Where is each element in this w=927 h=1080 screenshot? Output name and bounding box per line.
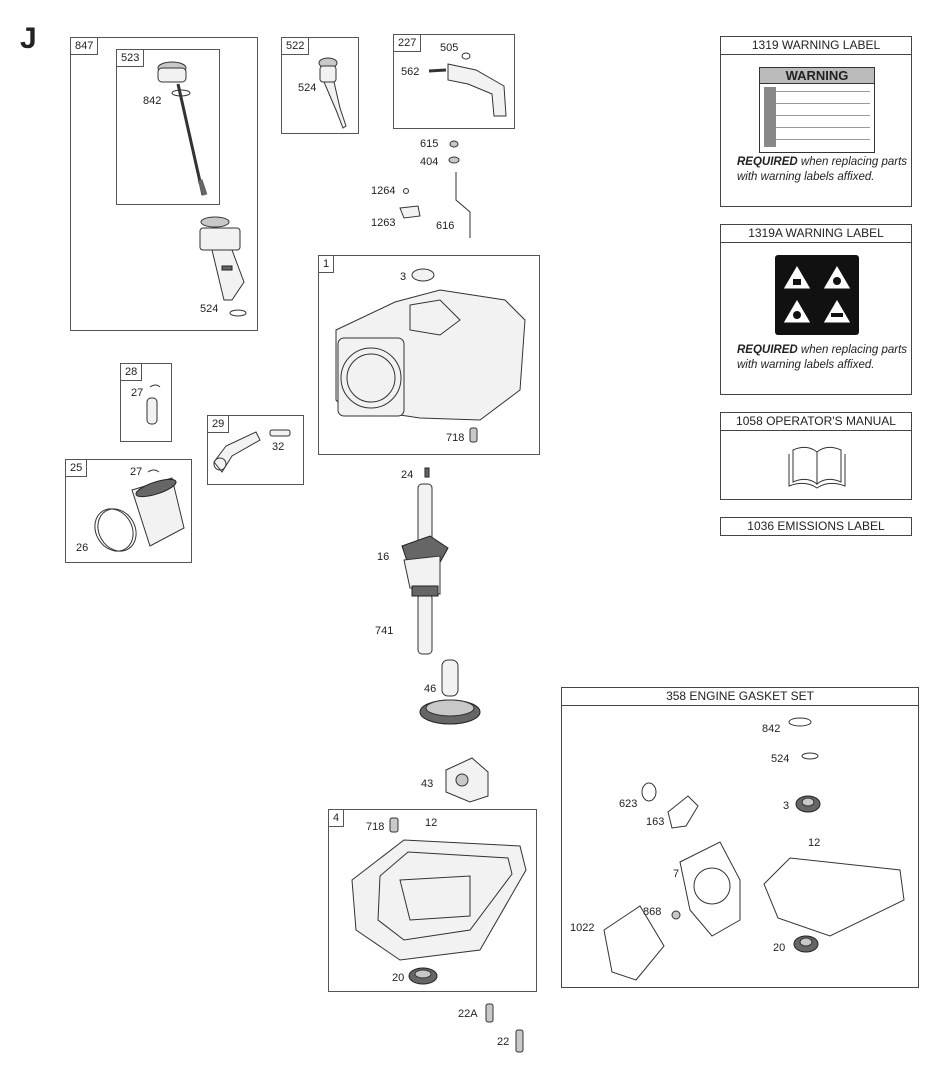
manual-book-icon	[788, 446, 846, 489]
part-label: 3	[783, 800, 790, 812]
required-note: REQUIRED when replacing parts with warni…	[737, 343, 907, 373]
throttle-link-part	[428, 52, 507, 117]
panel-title: 1319 WARNING LABEL	[721, 37, 911, 55]
part-label: 505	[440, 42, 459, 54]
group-tag: 25	[66, 460, 88, 477]
panel-title: 358 ENGINE GASKET SET	[562, 688, 918, 706]
piston-part	[94, 469, 185, 552]
group-523: 523	[116, 49, 220, 205]
oil-sump-part	[351, 817, 527, 985]
group-tag: 1	[319, 256, 335, 273]
engine-gasket-set-358-panel: 358 ENGINE GASKET SET	[561, 687, 919, 988]
group-tag: 847	[71, 38, 99, 55]
group-522: 522	[281, 37, 359, 134]
part-label: 12	[425, 817, 438, 829]
group-28: 28	[120, 363, 172, 442]
group-tag: 29	[208, 416, 230, 433]
part-label: 718	[366, 821, 385, 833]
camshaft-part	[419, 659, 481, 725]
part-label: 524	[200, 303, 219, 315]
part-label: 43	[421, 778, 434, 790]
part-label: 163	[646, 816, 665, 828]
panel-title: 1058 OPERATOR'S MANUAL	[721, 413, 911, 431]
part-label: 32	[272, 441, 285, 453]
operators-manual-1058-panel: 1058 OPERATOR'S MANUAL	[720, 412, 912, 500]
required-note: REQUIRED when replacing parts with warni…	[737, 155, 907, 185]
part-label: 7	[673, 868, 680, 880]
panel-title: 1036 EMISSIONS LABEL	[747, 519, 885, 533]
warning-label-1319-panel: 1319 WARNING LABEL WARNING REQUIRED when…	[720, 36, 912, 207]
part-label: 46	[424, 683, 437, 695]
sump-bolts-part	[485, 1003, 524, 1053]
crankshaft-key-part	[424, 467, 430, 478]
gasket-set-parts	[603, 717, 905, 981]
tube-assembly-part	[318, 57, 347, 129]
part-label: 16	[377, 551, 390, 563]
required-word: REQUIRED	[737, 156, 798, 168]
part-label: 22	[497, 1036, 510, 1048]
part-label: 12	[808, 837, 821, 849]
dipstick-part	[157, 61, 208, 196]
part-label: 20	[392, 972, 405, 984]
warning-heading: WARNING	[785, 68, 849, 83]
part-label: 868	[643, 906, 662, 918]
part-label: 26	[76, 542, 89, 554]
hazard-pictogram-icon	[775, 255, 859, 335]
part-label: 1022	[570, 922, 595, 934]
required-text: when replacing parts with warning labels…	[737, 344, 908, 371]
group-tag: 227	[394, 35, 422, 52]
group-227: 227	[393, 34, 515, 129]
part-label: 22A	[458, 1008, 478, 1020]
emissions-label-1036-panel: 1036 EMISSIONS LABEL	[720, 517, 912, 536]
part-label: 24	[401, 469, 414, 481]
group-tag: 28	[121, 364, 143, 381]
part-label: 3	[400, 271, 407, 283]
required-text: when replacing parts with warning labels…	[737, 156, 908, 183]
part-label: 842	[762, 723, 781, 735]
panel-title: 1319A WARNING LABEL	[721, 225, 911, 243]
connecting-rod-part	[213, 429, 291, 473]
oil-pump-part	[445, 757, 489, 803]
part-label: 718	[446, 432, 465, 444]
piston-pin-part	[146, 384, 161, 425]
part-label: 404	[420, 156, 439, 168]
part-label: 562	[401, 66, 420, 78]
group-25: 25	[65, 459, 192, 563]
part-label: 842	[143, 95, 162, 107]
part-label: 623	[619, 798, 638, 810]
governor-link-parts	[399, 140, 471, 238]
part-label: 27	[131, 387, 144, 399]
part-label: 616	[436, 220, 455, 232]
part-label: 27	[130, 466, 143, 478]
part-label: 20	[773, 942, 786, 954]
crankshaft-part	[401, 483, 449, 655]
group-1: 1	[318, 255, 540, 455]
part-label: 524	[298, 82, 317, 94]
group-4: 4	[328, 809, 537, 992]
part-label: 615	[420, 138, 439, 150]
part-label: 1263	[371, 217, 396, 229]
group-tag: 4	[329, 810, 345, 827]
cylinder-block-part	[335, 268, 526, 443]
warning-label-1319a-panel: 1319A WARNING LABEL REQUIRED when replac…	[720, 224, 912, 395]
dipstick-tube-part	[199, 216, 247, 317]
part-label: 524	[771, 753, 790, 765]
required-word: REQUIRED	[737, 344, 798, 356]
warning-label-icon: WARNING	[759, 67, 875, 153]
group-847: 847	[70, 37, 258, 331]
section-letter: J	[20, 22, 37, 55]
part-label: 1264	[371, 185, 396, 197]
part-label: 741	[375, 625, 394, 637]
group-tag: 523	[117, 50, 145, 67]
group-29: 29	[207, 415, 304, 485]
group-tag: 522	[282, 38, 310, 55]
